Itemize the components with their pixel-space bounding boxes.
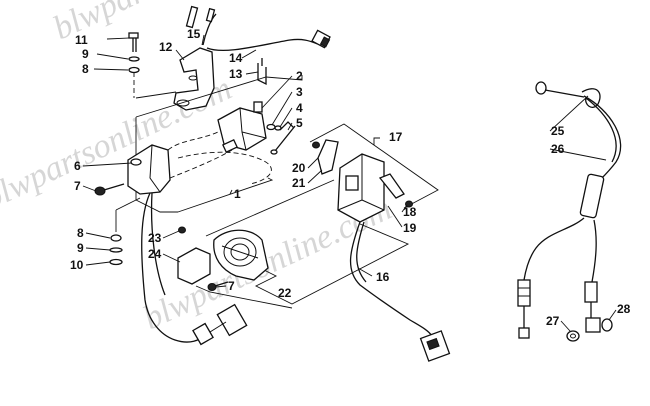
- callout-19: 19: [403, 221, 417, 235]
- housing-22: [213, 229, 269, 281]
- callout-10: 10: [70, 258, 84, 272]
- bracket-12: [173, 47, 215, 111]
- assembly-17-outline: [309, 123, 439, 209]
- housing-wire: [141, 192, 248, 346]
- callout-1: 1: [234, 187, 241, 201]
- callout-28: 28: [617, 302, 631, 316]
- locknut-8-lower: [110, 234, 122, 242]
- harness-26: [517, 95, 622, 339]
- callout-7-upper: 7: [74, 179, 81, 193]
- switch-20-21: [312, 139, 339, 175]
- callout-4: 4: [296, 101, 303, 115]
- bolt-11: [128, 32, 139, 52]
- switch-24: [177, 226, 211, 285]
- callout-2: 2: [296, 69, 303, 83]
- sensor-wire-14: [202, 13, 331, 51]
- callout-16: 16: [376, 270, 390, 284]
- pin-5: [270, 125, 296, 155]
- callout-3: 3: [296, 85, 303, 99]
- lower-hardware-stack: [109, 197, 141, 266]
- callout-20: 20: [292, 161, 306, 175]
- switch-housing-6: [127, 144, 171, 195]
- leader-lines: [82, 34, 617, 332]
- lever-18: [378, 173, 413, 208]
- callout-13: 13: [229, 67, 243, 81]
- callout-22: 22: [278, 286, 292, 300]
- harness-16: [349, 221, 451, 362]
- washer-10: [109, 258, 123, 266]
- callout-24: 24: [148, 247, 162, 261]
- callout-11: 11: [75, 33, 88, 47]
- callout-25: 25: [551, 124, 565, 138]
- callout-6: 6: [74, 159, 81, 173]
- screw-23: [178, 226, 186, 234]
- washer-9-top: [128, 56, 140, 62]
- callout-9-lower: 9: [77, 241, 84, 255]
- dash-bracket-a: [135, 91, 177, 99]
- callout-17: 17: [389, 130, 403, 144]
- callout-12: 12: [159, 40, 173, 54]
- callout-18: 18: [403, 205, 417, 219]
- callout-8-lower: 8: [77, 226, 84, 240]
- switch-body-1: [217, 101, 267, 154]
- cable-25: [535, 81, 601, 108]
- callout-labels: 11 9 8 12 15 13 14 2 3 4 5 6 7 1 17 20 2…: [70, 27, 631, 328]
- callout-21: 21: [292, 176, 306, 190]
- assembly-22-outline: [195, 179, 410, 309]
- callout-14: 14: [229, 51, 243, 65]
- screw-7-upper: [94, 183, 125, 196]
- callout-27: 27: [546, 314, 560, 328]
- callout-23: 23: [148, 231, 162, 245]
- grommet-27-28: [566, 317, 613, 342]
- callout-5: 5: [296, 116, 303, 130]
- callout-15: 15: [187, 27, 201, 41]
- washer-9-lower: [109, 247, 123, 253]
- callout-26: 26: [551, 142, 565, 156]
- clip-13: [257, 58, 267, 86]
- cylinder-dashed: [167, 131, 272, 185]
- locknut-8-top: [128, 66, 140, 74]
- callout-9-top: 9: [82, 47, 89, 61]
- housing-19: [337, 153, 385, 223]
- callout-7-lower: 7: [228, 279, 235, 293]
- callout-8-top: 8: [82, 62, 89, 76]
- sleeve-15: [185, 5, 216, 29]
- spring-parts-3-4: [266, 121, 295, 131]
